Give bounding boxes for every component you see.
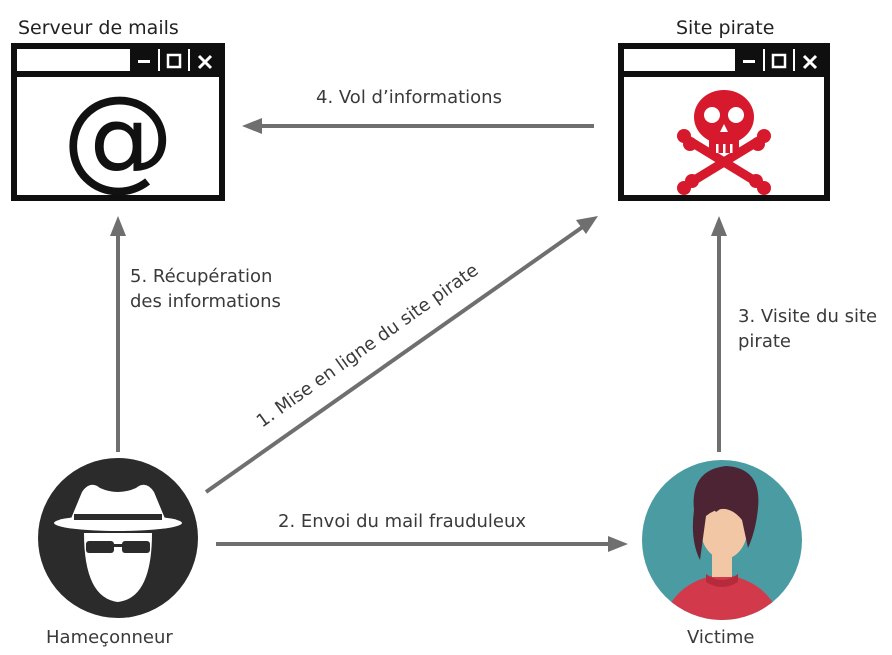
mail-server-label: Serveur de mails <box>18 17 179 39</box>
maximize-icon <box>765 49 793 74</box>
edge-5-label-line2: des informations <box>130 291 281 312</box>
edge-2-label: 2. Envoi du mail frauduleux <box>278 511 526 532</box>
arrow-1-head <box>576 216 598 234</box>
at-sign-icon: @ <box>62 73 174 203</box>
skull-crossbones-icon <box>677 90 771 195</box>
pirate-site-node: Site pirate <box>618 17 830 201</box>
victim-node: Victime <box>642 460 802 648</box>
victim-label: Victime <box>687 627 754 648</box>
edge-4-label: 4. Vol d’informations <box>316 87 502 108</box>
arrows <box>110 118 727 552</box>
edge-1-label: 1. Mise en ligne du site pirate <box>253 260 483 432</box>
pirate-site-label: Site pirate <box>676 17 774 39</box>
arrow-5-head <box>110 216 126 236</box>
edge-3-label-line1: 3. Visite du site <box>738 306 877 327</box>
window-controls <box>130 49 220 74</box>
mail-server-node: Serveur de mails @ <box>11 17 225 203</box>
maximize-icon <box>160 49 188 74</box>
victim-avatar-icon <box>642 460 802 620</box>
phisher-label: Hameçonneur <box>46 627 173 648</box>
phisher-node: Hameçonneur <box>38 458 198 648</box>
arrow-3-head <box>711 216 727 236</box>
arrow-1 <box>204 224 586 494</box>
hacker-avatar-icon <box>38 458 198 618</box>
window-controls <box>735 49 825 74</box>
arrow-4-head <box>242 118 262 134</box>
edge-5-label-line1: 5. Récupération <box>130 266 272 287</box>
arrow-2-head <box>608 536 628 552</box>
edge-3-label-line2: pirate <box>738 331 791 352</box>
